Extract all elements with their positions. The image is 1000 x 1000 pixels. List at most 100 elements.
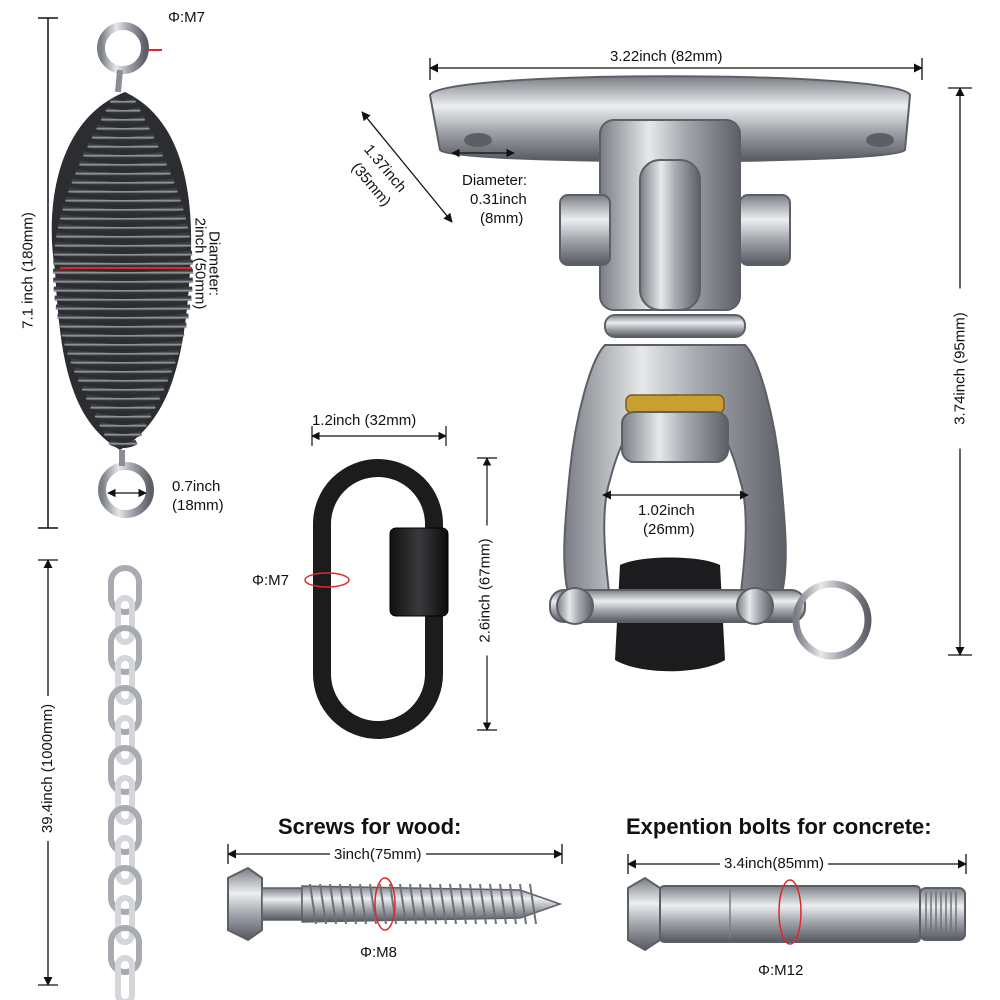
spring-coil (79, 160, 167, 169)
screw-thread (319, 883, 327, 925)
spring-coil (71, 178, 175, 187)
spring-coil (61, 331, 185, 340)
screw-thread (529, 883, 537, 925)
spring-coil (57, 313, 189, 322)
chain-link (108, 805, 142, 855)
spring-coil (85, 394, 161, 403)
hole-diameter-label-3: (8mm) (480, 210, 524, 227)
expansion-bolt-heading: Expention bolts for concrete: (626, 814, 932, 839)
chain-link (108, 865, 142, 915)
spring-coil (77, 376, 169, 385)
spring-coil (56, 232, 190, 241)
screw-thread (329, 883, 337, 925)
spring-coil (103, 430, 143, 439)
screw-thread (509, 883, 517, 925)
spring-coil (54, 241, 192, 250)
wood-screw-heading: Screws for wood: (278, 814, 462, 839)
chain-link (108, 625, 142, 675)
spring-coil (75, 169, 171, 178)
spring-hole-label: Φ:M7 (168, 9, 205, 26)
screw-thread (379, 883, 387, 925)
expansion-bolt (627, 876, 966, 952)
screw-thread (399, 883, 407, 925)
screw-thread (339, 883, 347, 925)
spring-coil (54, 295, 192, 304)
chain (108, 565, 142, 1000)
spring-coil (67, 349, 179, 358)
spring-coil (83, 151, 163, 160)
expansion-bolt-thread-label: Φ:M12 (758, 962, 804, 979)
spring (51, 22, 194, 518)
screw-thread (409, 883, 417, 925)
wood-screw (227, 866, 563, 942)
opening-label-2: (26mm) (643, 521, 695, 538)
screw-thread (519, 883, 527, 925)
expansion-bolt-length-label: 3.4inch(85mm) (720, 855, 829, 873)
spring-coil (64, 340, 182, 349)
spring-coil (100, 115, 146, 124)
spring-coil (90, 403, 156, 412)
screw-thread (369, 883, 377, 925)
swivel-hanger (428, 75, 912, 672)
carabiner-height-label: 2.6inch (67mm) (476, 525, 494, 656)
spring-diameter-label-2: 2inch (50mm) (191, 217, 209, 310)
screw-thread (419, 883, 427, 925)
spring-coil (87, 142, 159, 151)
spring-length-dimension (38, 17, 58, 529)
carabiner-width-label: 1.2inch (32mm) (312, 412, 417, 429)
spring-coil (55, 304, 191, 313)
wood-screw-length-label: 3inch(75mm) (330, 846, 426, 864)
screw-thread (489, 883, 497, 925)
spring-coil (53, 259, 193, 268)
spring-coil (91, 133, 155, 142)
screw-thread (389, 883, 397, 925)
spring-coil (70, 358, 176, 367)
screw-thread (349, 883, 357, 925)
spring-length-label: 7.1 inch (180mm) (19, 212, 37, 329)
spring-coil (108, 439, 138, 448)
screw-thread (459, 883, 467, 925)
carabiner (304, 459, 449, 739)
spring-coil (94, 412, 152, 421)
chain-link (115, 835, 135, 885)
hole-diameter-label-2: 0.31inch (470, 191, 527, 208)
screw-thread (429, 883, 437, 925)
swivel-height-label: 3.74inch (95mm) (951, 288, 969, 449)
spring-coil (52, 268, 194, 277)
chain-link (115, 955, 135, 1000)
opening-label-1: 1.02inch (638, 502, 695, 519)
screw-thread (449, 883, 457, 925)
spring-coil (105, 106, 141, 115)
spring-coil (65, 196, 181, 205)
spring-eye-label-2: (18mm) (172, 497, 224, 514)
hole-diameter-label-1: Diameter: (462, 172, 528, 189)
wood-screw-thread-label: Φ:M8 (360, 944, 397, 961)
spring-coil (59, 322, 187, 331)
screw-thread (439, 883, 447, 925)
chain-link (115, 775, 135, 825)
chain-link (108, 565, 142, 615)
chain-link (108, 925, 142, 975)
chain-link (115, 655, 135, 705)
spring-coil (52, 277, 194, 286)
chain-length-label: 39.4inch (1000mm) (39, 696, 56, 841)
screw-thread (309, 883, 317, 925)
spring-coil (96, 124, 150, 133)
spring-coil (53, 250, 193, 259)
screw-thread (479, 883, 487, 925)
spring-coil (74, 367, 172, 376)
screw-thread (359, 883, 367, 925)
chain-link (115, 895, 135, 945)
spring-coil (109, 97, 137, 106)
spring-eye-label-1: 0.7inch (172, 478, 221, 495)
spring-coil (68, 187, 178, 196)
carabiner-wire-label: Φ:M7 (252, 572, 289, 589)
spring-coil (59, 214, 187, 223)
spring-coil (99, 421, 147, 430)
spring-coil (53, 286, 193, 295)
chain-link (115, 715, 135, 765)
spring-coil (81, 385, 165, 394)
chain-link (108, 685, 142, 735)
plate-width-label: 3.22inch (82mm) (610, 48, 723, 65)
